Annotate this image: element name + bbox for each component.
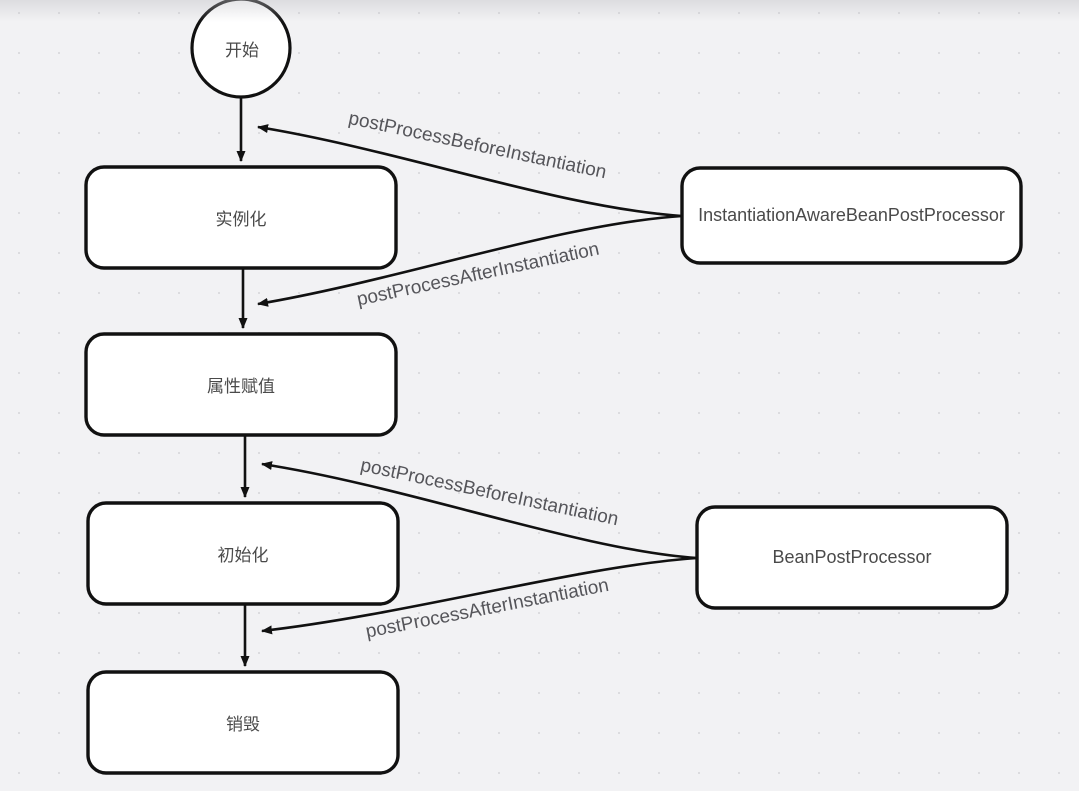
node-initialize[interactable] bbox=[86, 501, 400, 606]
node-instantiation-aware-bean-post-processor[interactable] bbox=[680, 166, 1023, 265]
node-bean-post-processor[interactable] bbox=[695, 505, 1009, 610]
node-start[interactable] bbox=[190, 0, 292, 99]
edge-iabpp-after-instantiation bbox=[257, 214, 683, 307]
node-instantiate[interactable] bbox=[84, 165, 398, 270]
edge-iabpp-before-instantiation bbox=[257, 124, 683, 218]
node-populate[interactable] bbox=[84, 332, 398, 437]
edge-bpp-before-instantiation bbox=[261, 461, 698, 560]
edge-bpp-after-instantiation bbox=[261, 556, 698, 635]
node-destroy[interactable] bbox=[86, 670, 400, 775]
